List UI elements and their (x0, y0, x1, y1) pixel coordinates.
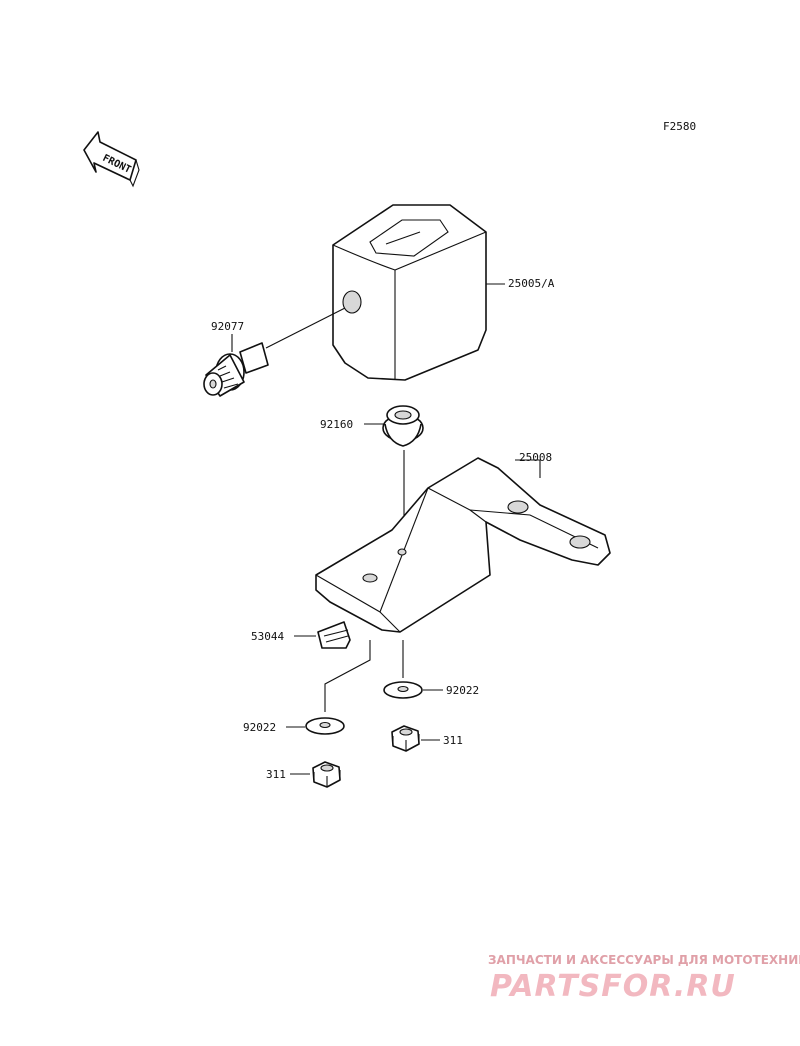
washer-left (305, 717, 345, 735)
washer-right (383, 681, 423, 699)
label-nut-left: 311 (266, 768, 286, 781)
label-bracket: 25008 (519, 451, 552, 464)
front-arrow-icon: FRONT (83, 131, 140, 188)
watermark-subtitle: ЗАПЧАСТИ И АКСЕССУАРЫ ДЛЯ МОТОТЕХНИКИ (488, 953, 800, 967)
label-grommet: 92160 (320, 418, 353, 431)
bracket (315, 457, 611, 633)
grommet (382, 405, 424, 447)
watermark-brand: PARTSFOR.RU (490, 969, 736, 1004)
bracket-leader (515, 459, 541, 478)
watermark: ЗАПЧАСТИ И АКСЕССУАРЫ ДЛЯ МОТОТЕХНИКИ PA… (488, 953, 800, 1004)
figure-code: F2580 (663, 120, 696, 133)
label-gear: 92077 (211, 320, 244, 333)
gear (203, 342, 269, 397)
label-clip: 53044 (251, 630, 284, 643)
nut-right (391, 725, 420, 752)
nut-left (312, 761, 341, 788)
bracket-to-left-washer-line (324, 640, 371, 712)
label-meter-cover: 25005/A (508, 277, 555, 290)
gear-to-cover-line (265, 307, 346, 349)
label-nut-right: 311 (443, 734, 463, 747)
clip (317, 621, 351, 649)
label-washer-right: 92022 (446, 684, 479, 697)
meter-cover (332, 204, 487, 381)
label-washer-left: 92022 (243, 721, 276, 734)
